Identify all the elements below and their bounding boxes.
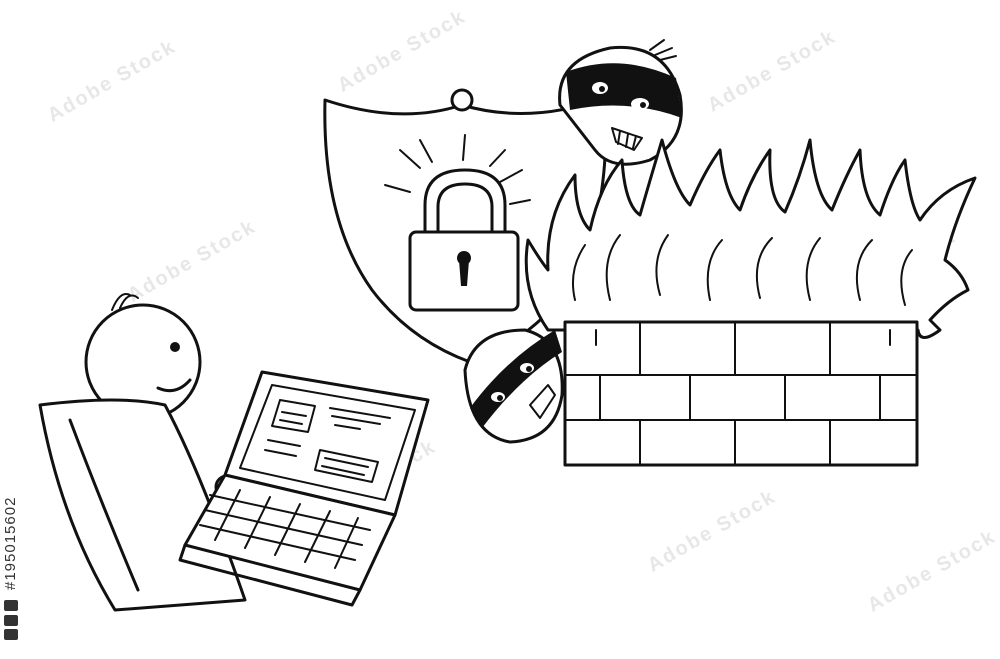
flame-icon [524, 138, 977, 339]
adobe-stock-logo-icon [4, 600, 18, 640]
stock-id-label: #195015602 [2, 496, 19, 590]
burglar-top [558, 39, 683, 166]
brick-wall-icon [563, 320, 919, 467]
burglar-bottom [463, 328, 564, 444]
padlock-icon [408, 168, 520, 312]
laptop-icon [178, 370, 430, 607]
